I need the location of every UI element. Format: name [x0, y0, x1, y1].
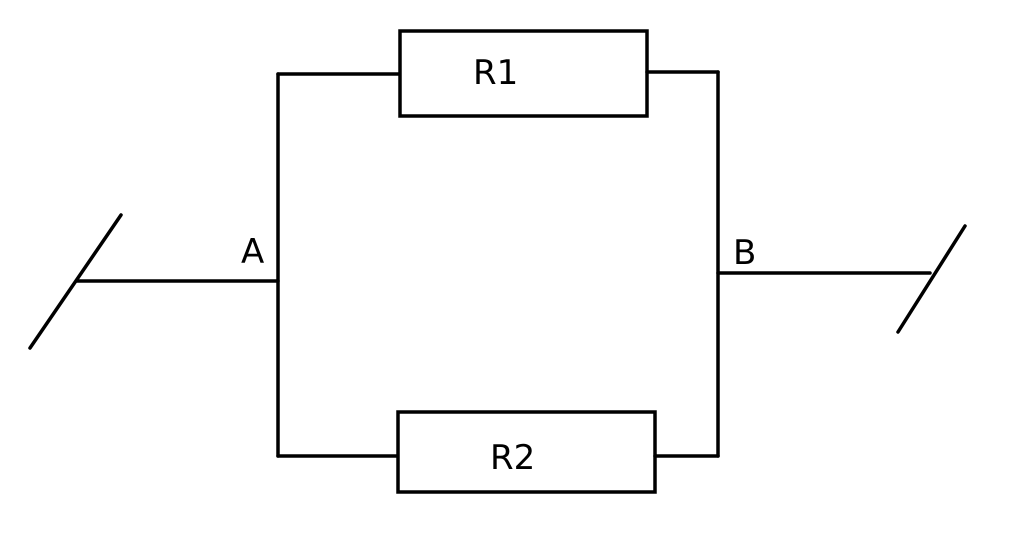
- node-a-label: A: [241, 232, 264, 272]
- resistor-r2-label: R2: [490, 438, 535, 478]
- resistor-r2: [396, 410, 657, 494]
- node-b-label: B: [733, 233, 756, 273]
- right-terminal-slash: [896, 224, 967, 334]
- resistor-r1: [398, 29, 649, 118]
- resistor-r1-label: R1: [473, 53, 518, 93]
